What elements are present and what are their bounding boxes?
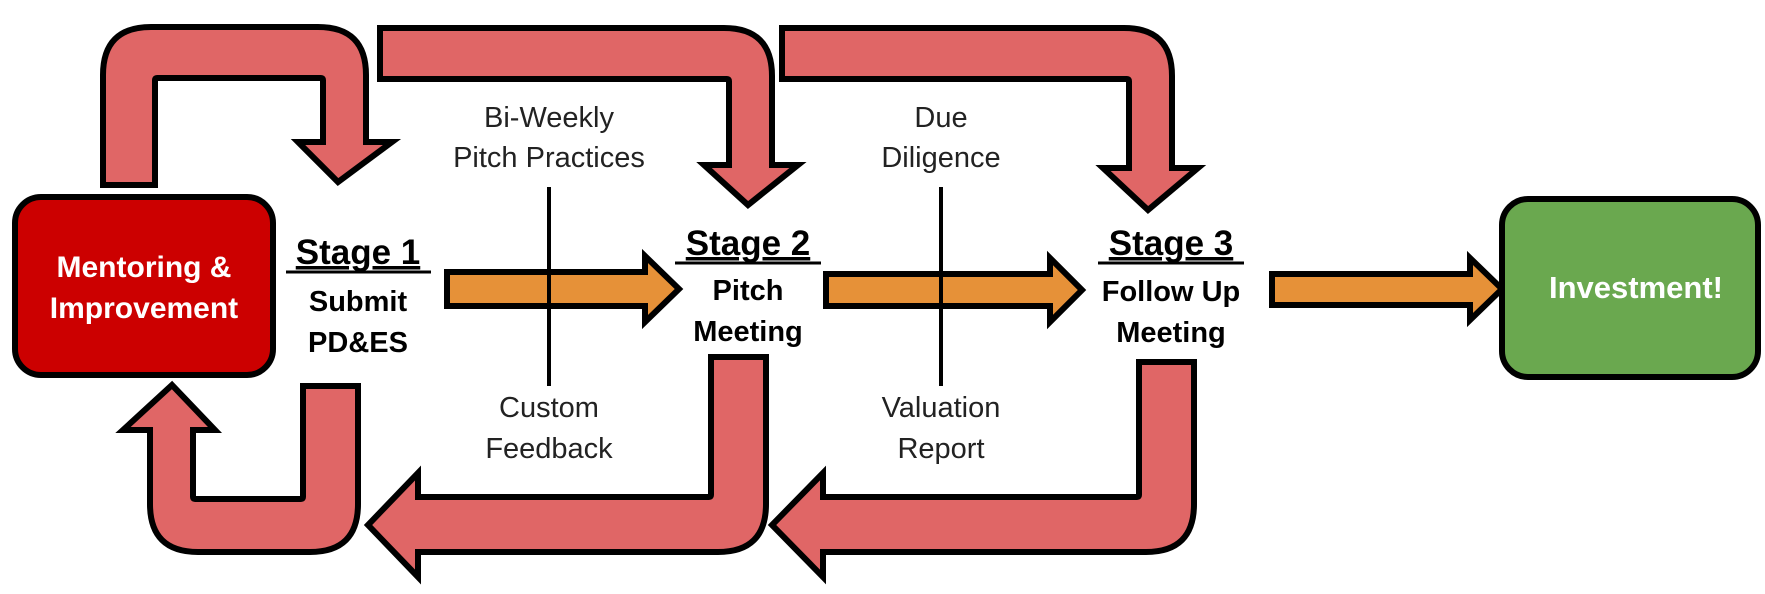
loop-arrow-stage2-to-stage3	[779, 25, 1207, 215]
note-custom-feedback-line2: Feedback	[485, 433, 613, 465]
stage1-title: Stage 1	[296, 233, 421, 272]
stage3-subtitle-line2: Meeting	[1116, 317, 1226, 349]
stage1-subtitle-line1: Submit	[309, 286, 408, 318]
investment-box-label: Investment!	[1549, 270, 1723, 305]
stage3-subtitle-line1: Follow Up	[1102, 276, 1241, 308]
stage2-subtitle-line1: Pitch	[713, 275, 784, 307]
stage1-subtitle-line2: PD&ES	[308, 327, 408, 359]
loop-arrow-stage2-to-stage1	[363, 354, 769, 585]
flow-arrow-stage2-to-stage3	[823, 250, 1087, 330]
loop-arrow-stage1-to-mentoring	[115, 380, 361, 555]
mentoring-box	[12, 194, 276, 378]
loop-arrow-stage1-to-stage2	[377, 25, 807, 209]
note-valuation-report-line2: Report	[897, 433, 984, 465]
note-due-diligence-line2: Diligence	[881, 142, 1000, 174]
mentoring-box-label-line1: Mentoring &	[57, 251, 232, 284]
note-due-diligence-line1: Due	[914, 102, 967, 134]
stage2-title: Stage 2	[686, 224, 811, 263]
stage2-subtitle-line2: Meeting	[693, 316, 803, 348]
note-custom-feedback-line1: Custom	[499, 392, 599, 424]
note-valuation-report-line1: Valuation	[882, 392, 1001, 424]
mentoring-box-label-line2: Improvement	[50, 292, 238, 325]
flow-arrow-stage1-to-stage2	[444, 248, 684, 330]
note-bi-weekly-line1: Bi-Weekly	[484, 102, 614, 134]
investment-box	[1499, 196, 1761, 380]
flow-arrow-stage3-to-investment	[1269, 250, 1507, 328]
loop-arrow-mentoring-to-stage1	[100, 24, 402, 188]
note-bi-weekly-line2: Pitch Practices	[453, 142, 645, 174]
stage3-title: Stage 3	[1109, 224, 1234, 263]
loop-arrow-stage3-to-stage2	[767, 359, 1197, 585]
